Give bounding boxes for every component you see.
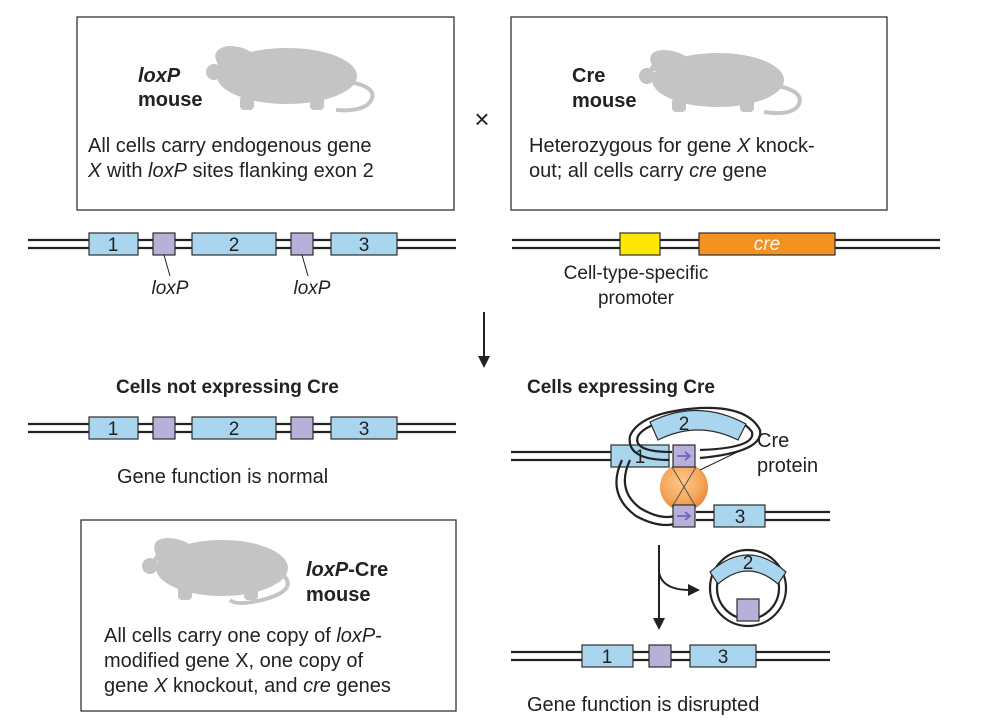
loxp-arrow-icon xyxy=(677,451,692,461)
cre-gene-label: cre xyxy=(754,234,780,255)
promoter-label-line1: Cell-type-specific xyxy=(564,263,709,284)
loxp-cre-mouse-name-line2: mouse xyxy=(306,584,370,606)
not-expressing-heading: Cells not expressing Cre xyxy=(116,377,339,398)
cre-mouse-name-line1: Cre xyxy=(572,65,605,87)
svg-text:3: 3 xyxy=(359,419,370,440)
exon-3 xyxy=(713,504,766,528)
exon-2 xyxy=(191,232,277,256)
loxp-site xyxy=(152,232,176,256)
loxp-cre-mouse-panel: loxP-Cre mouse All cells carry one copy … xyxy=(80,519,457,712)
loxp-mouse-panel: loxP mouse All cells carry endogenous ge… xyxy=(76,16,455,211)
branch-arrow-icon xyxy=(658,571,691,591)
loxp-mouse-desc-line2: X with loxP sites flanking exon 2 xyxy=(87,160,374,182)
loxp-site xyxy=(290,232,314,256)
exon-3 xyxy=(330,232,398,256)
arrowhead-icon xyxy=(478,356,490,368)
cre-mouse-panel: Cre mouse Heterozygous for gene X knock-… xyxy=(510,16,888,211)
cross-symbol: × xyxy=(474,104,489,134)
mouse-icon xyxy=(639,50,802,116)
svg-text:1: 1 xyxy=(602,647,613,668)
cre-mouse-desc-line2: out; all cells carry cre gene xyxy=(529,160,767,182)
loxp-site xyxy=(736,598,760,622)
promoter-box xyxy=(619,232,661,256)
cre-protein-label-line2: protein xyxy=(757,455,818,477)
loxp-mouse-name: mouse xyxy=(138,89,202,111)
cre-protein-label-line1: Cre xyxy=(757,430,789,452)
loxp-modified-gene: 1 2 3 loxP loxP xyxy=(28,232,456,299)
loxp-cre-mouse-name: loxP-Cre xyxy=(306,559,388,581)
svg-text:1: 1 xyxy=(635,447,646,468)
loxp-mouse-name-italic: loxP xyxy=(138,65,181,87)
svg-text:3: 3 xyxy=(718,647,729,668)
exon-2 xyxy=(709,554,787,585)
exon-1 xyxy=(88,232,139,256)
svg-text:3: 3 xyxy=(735,507,746,528)
svg-text:2: 2 xyxy=(743,553,754,574)
loxp-cre-desc-line3: gene X knockout, and cre genes xyxy=(104,675,391,697)
excised-circle: 2 xyxy=(708,548,788,628)
cre-mouse-desc-line1: Heterozygous for gene X knock- xyxy=(529,135,815,157)
cre-mouse-name-line2: mouse xyxy=(572,90,636,112)
svg-text:3: 3 xyxy=(359,235,370,256)
svg-text:1: 1 xyxy=(108,419,119,440)
normal-function-text: Gene function is normal xyxy=(117,466,328,488)
mouse-icon xyxy=(142,538,290,605)
loxp-cre-desc-line1: All cells carry one copy of loxP- xyxy=(104,625,382,647)
loxp-label: loxP xyxy=(294,278,331,299)
cre-transgene: cre Cell-type-specific promoter xyxy=(512,232,940,309)
expressing-heading: Cells expressing Cre xyxy=(527,377,715,398)
exon-2 xyxy=(649,409,747,441)
mouse-icon xyxy=(206,46,375,113)
disrupted-function-text: Gene function is disrupted xyxy=(527,694,759,716)
loxp-mouse-desc-line1: All cells carry endogenous gene xyxy=(88,135,372,157)
normal-gene: 1 2 3 xyxy=(28,416,456,440)
svg-text:2: 2 xyxy=(229,419,240,440)
svg-text:2: 2 xyxy=(229,235,240,256)
svg-text:2: 2 xyxy=(679,414,690,435)
svg-text:1: 1 xyxy=(108,235,119,256)
loxp-label: loxP xyxy=(152,278,189,299)
recombination-loop: 1 2 3 xyxy=(511,406,830,528)
disrupted-gene: 1 3 xyxy=(511,644,830,668)
promoter-label-line2: promoter xyxy=(598,288,675,309)
loxp-cre-desc-line2: modified gene X, one copy of xyxy=(104,650,364,672)
cre-gene-box xyxy=(698,232,836,256)
loxp-arrow-icon xyxy=(677,511,692,521)
